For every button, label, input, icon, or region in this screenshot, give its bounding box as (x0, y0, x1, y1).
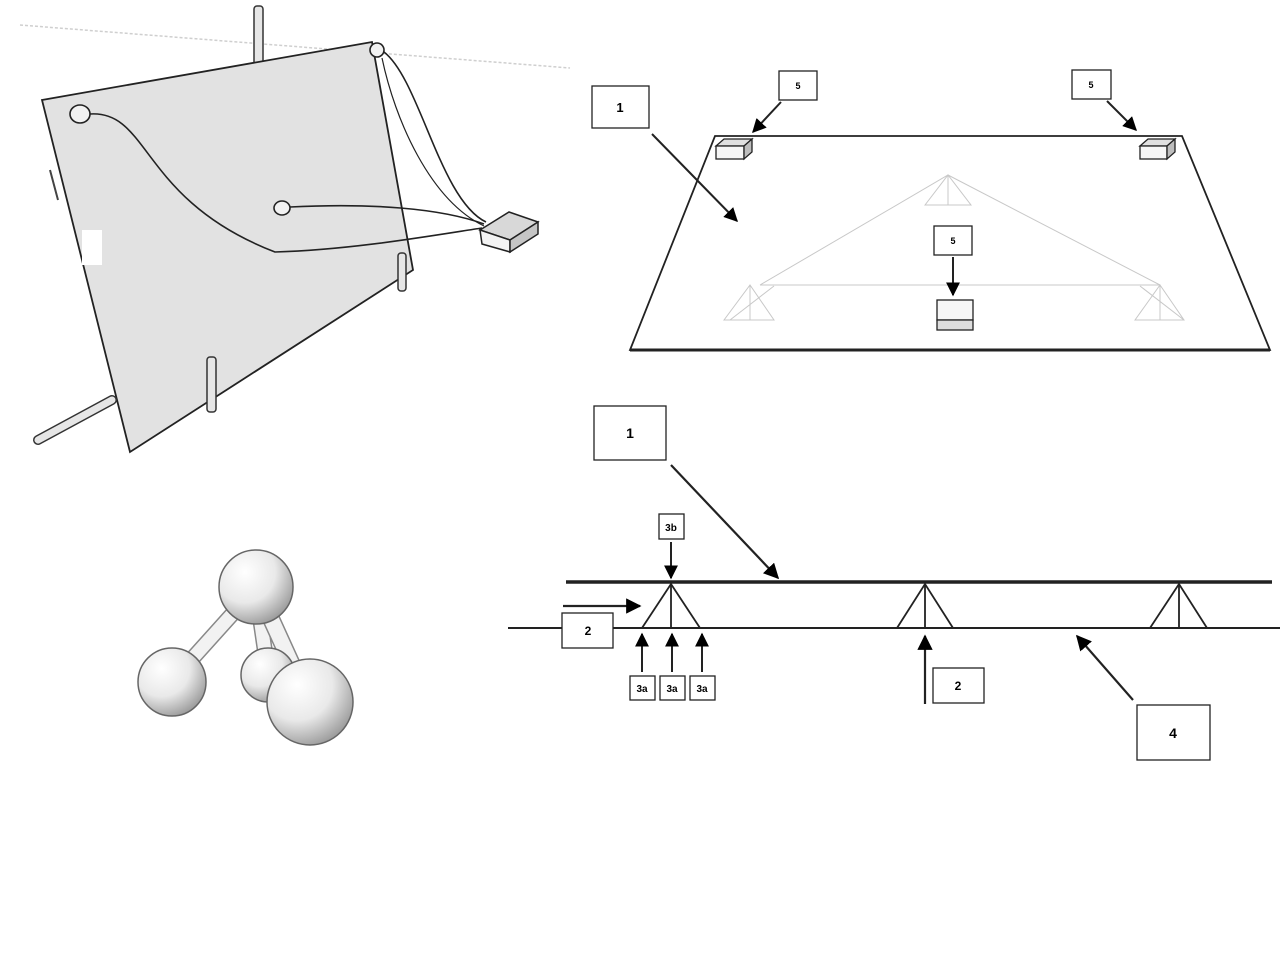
post-front (206, 356, 217, 413)
label-sensor-center: 5 (950, 236, 955, 246)
label-sensor-left: 5 (795, 81, 800, 91)
support-right (1149, 582, 1208, 629)
wire-right-2 (381, 57, 485, 227)
box-side (509, 220, 539, 254)
ball-top (218, 549, 294, 625)
label-plate-top: 1 (616, 100, 623, 115)
label-box-load-center (932, 667, 985, 704)
label-base: 4 (1169, 725, 1177, 741)
plate-perspective-view (19, 5, 571, 454)
connector-left (69, 104, 91, 124)
ball-model (137, 549, 354, 746)
label-box-sensor-left (778, 70, 818, 101)
ball-left (137, 647, 207, 717)
wire-right (383, 51, 487, 223)
label-load-center: 2 (955, 679, 962, 693)
wire-left (89, 113, 483, 253)
label-box-support-bottom-3 (689, 675, 716, 701)
label-box-support-bottom-2 (659, 675, 686, 701)
plate-white-patch (82, 230, 102, 265)
post-top (253, 5, 264, 67)
sensor-box-left (714, 137, 754, 161)
label-box-support-bottom-1 (629, 675, 656, 701)
label-box-base (1136, 704, 1211, 761)
ball-front (266, 658, 354, 746)
top-view: 1 5 5 5 (591, 69, 1272, 352)
label-sensor-right: 5 (1088, 80, 1093, 90)
arrow-sensor-right (1106, 100, 1137, 131)
label-box-sensor-right (1071, 69, 1112, 100)
side-view: 1 3b 2 3a 3a 3a 2 4 (508, 405, 1280, 761)
label-box-plate-top (591, 85, 650, 129)
arrow-base (1075, 634, 1134, 701)
sensor-box-center (936, 299, 974, 331)
support-outline-faint (723, 174, 1185, 321)
label-load-left: 2 (585, 624, 592, 638)
arrow-plate-top (651, 133, 738, 223)
background-dotted-line (19, 24, 571, 69)
sensor-box-right (1138, 137, 1177, 161)
label-support-bottom-2: 3a (666, 684, 678, 695)
label-plate-side: 1 (626, 425, 634, 441)
label-box-sensor-center (933, 225, 973, 256)
label-box-plate-side (593, 405, 667, 461)
support-center (896, 582, 954, 629)
post-right (397, 252, 407, 292)
plate-edge-mark (49, 169, 59, 201)
label-box-support-top (658, 513, 685, 540)
label-support-top: 3b (665, 523, 677, 534)
connector-center (273, 200, 291, 216)
arrow-sensor-left (752, 101, 782, 134)
wire-center (289, 204, 485, 225)
tilted-plate (40, 40, 414, 454)
connector-top-right (369, 42, 385, 58)
arrow-plate-side (670, 464, 780, 580)
label-support-bottom-3: 3a (696, 684, 708, 695)
label-support-bottom-1: 3a (636, 684, 648, 695)
label-box-load-left (561, 612, 614, 649)
rod-bottom (34, 396, 116, 444)
support-left (641, 582, 701, 629)
